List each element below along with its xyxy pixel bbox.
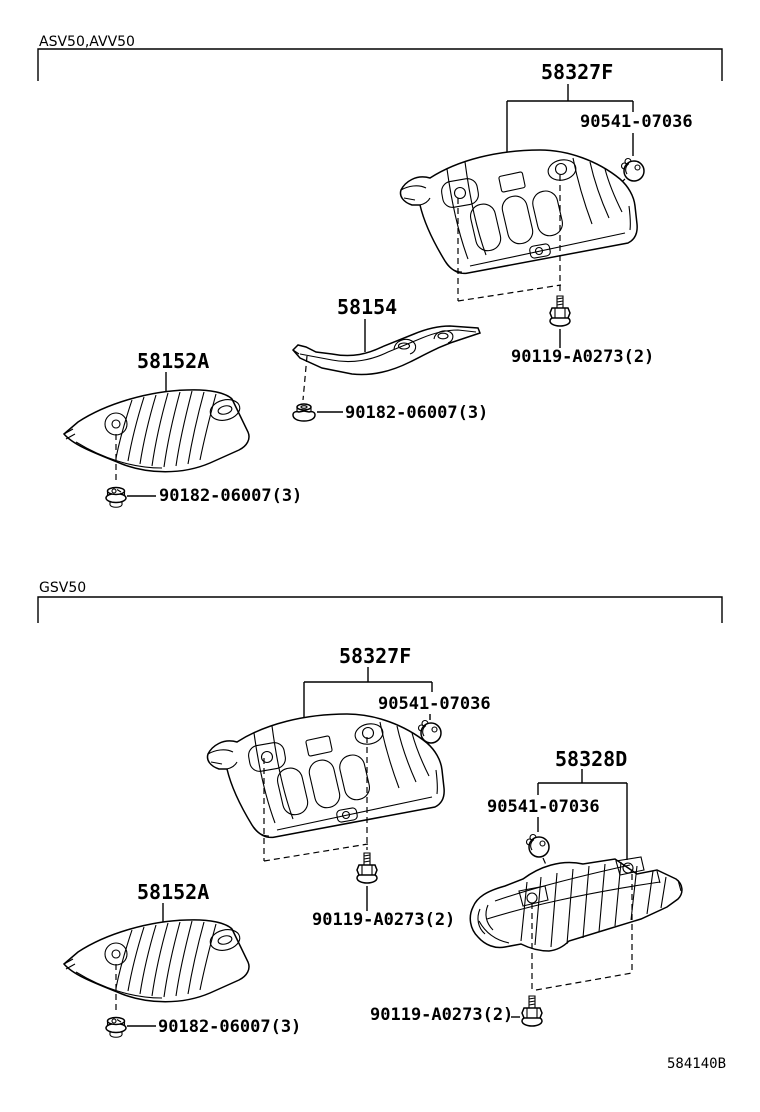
- rear-floor-heat-insulator-drawing: [469, 856, 683, 952]
- leader-rear-insulator: [537, 769, 628, 860]
- stud-bolt-icon-top: [549, 295, 571, 327]
- part-label-90182-front-top[interactable]: 90182-06007(3): [159, 486, 303, 506]
- stud-bolt-icon-rear: [521, 995, 543, 1027]
- variant-label-bottom: GSV50: [39, 580, 87, 596]
- flange-bolt-icon-top: [105, 486, 127, 508]
- part-label-90182-front-bottom[interactable]: 90182-06007(3): [158, 1017, 302, 1037]
- part-label-90119-top[interactable]: 90119-A0273(2): [511, 347, 655, 367]
- nut-projection-line-top: [302, 355, 308, 401]
- fastener-projection-lines-center-bottom: [263, 737, 369, 862]
- leader-center-insulator-top: [506, 84, 634, 157]
- part-label-90541-bottom-center[interactable]: 90541-07036: [378, 694, 491, 714]
- part-label-58327f-bottom[interactable]: 58327F: [339, 644, 412, 668]
- part-label-58327f-top[interactable]: 58327F: [541, 60, 614, 84]
- center-floor-heat-insulator-drawing-top: [399, 149, 638, 275]
- stud-bolt-icon-bottom-center: [356, 852, 378, 884]
- grommet-clip-icon-rear: [525, 833, 550, 858]
- part-label-58152a-bottom[interactable]: 58152A: [137, 880, 210, 904]
- part-label-90182-bracket[interactable]: 90182-06007(3): [345, 403, 489, 423]
- variant-label-top: ASV50,AVV50: [39, 34, 135, 50]
- part-label-58154[interactable]: 58154: [337, 295, 398, 319]
- part-label-58152a-top[interactable]: 58152A: [137, 349, 210, 373]
- floor-heat-insulator-strip-drawing: [292, 325, 481, 376]
- front-floor-heat-insulator-drawing-bottom: [63, 919, 250, 1003]
- fastener-projection-lines-rear: [531, 874, 633, 992]
- flange-bolt-icon-bottom: [105, 1016, 127, 1038]
- grommet-clip-icon-top: [620, 157, 645, 182]
- center-floor-heat-insulator-drawing-bottom: [206, 713, 445, 839]
- leader-center-insulator-bottom: [303, 667, 433, 717]
- diagram-code: 584140B: [667, 1056, 727, 1072]
- clip-projection-line-rear: [542, 857, 552, 877]
- part-label-58328d[interactable]: 58328D: [555, 747, 628, 771]
- front-floor-heat-insulator-drawing-top: [63, 389, 250, 473]
- part-label-90541-rear[interactable]: 90541-07036: [487, 797, 600, 817]
- bottom-section-frame: [37, 596, 723, 623]
- top-section-frame: [37, 48, 723, 81]
- part-label-90541-top[interactable]: 90541-07036: [580, 112, 693, 132]
- fastener-projection-lines-center-top: [457, 175, 562, 302]
- part-label-90119-rear[interactable]: 90119-A0273(2): [370, 1005, 514, 1025]
- clip-nut-icon: [292, 403, 316, 422]
- part-label-90119-bottom-center[interactable]: 90119-A0273(2): [312, 910, 456, 930]
